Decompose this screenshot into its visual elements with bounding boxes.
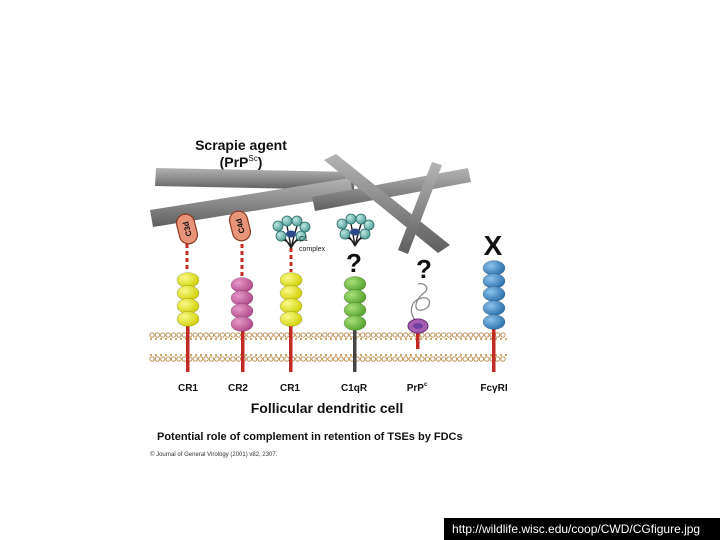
receptor-label-cr2: CR2: [228, 383, 248, 394]
prpsc-rod: [155, 168, 355, 190]
receptor-domain: [482, 300, 506, 316]
c4d-label: C4d: [234, 217, 246, 234]
c1q-complex: [336, 213, 375, 247]
source-url: http://wildlife.wisc.edu/coop/CWD/CGfigu…: [444, 518, 720, 540]
c1q-head: [359, 228, 371, 240]
prpsc-rod: [398, 162, 442, 254]
cr1-domains-2: [279, 272, 303, 327]
c1q-head: [281, 215, 293, 227]
c1q-head: [295, 230, 307, 242]
prpc-question-mark: ?: [416, 254, 432, 284]
scrapie-agent-title: Scrapie agent: [195, 137, 287, 153]
receptor-label-cr1-2: CR1: [280, 383, 300, 394]
c1-complex-label: C1: [299, 236, 308, 243]
receptor-label-prpc: PrPc: [407, 382, 428, 394]
prpsc-rod: [150, 178, 353, 227]
cr2-stalk: [241, 324, 245, 372]
receptor-domain: [482, 286, 506, 302]
cr1-stalk-2: [289, 318, 293, 372]
cell-label: Follicular dendritic cell: [251, 400, 403, 416]
receptor-domain: [279, 311, 303, 327]
c1qr-domains: [343, 276, 367, 331]
c3d-label: C3d: [181, 220, 193, 237]
prpc-protein: [407, 282, 431, 334]
receptor-label-cr1: CR1: [178, 383, 198, 394]
c1q-head: [275, 230, 287, 242]
copyright-line: © Journal of General Virology (2001) v82…: [150, 451, 278, 458]
c1qr-question-mark: ?: [346, 248, 362, 278]
c1q-head: [336, 218, 348, 230]
fcgri-blocked-mark: X: [484, 230, 503, 261]
figure-caption: Potential role of complement in retentio…: [157, 431, 463, 443]
prpc-stalk: [416, 333, 420, 349]
c1q-head: [355, 213, 367, 225]
c1q-head: [299, 221, 311, 233]
receptor-domain: [176, 311, 200, 327]
c3d-fragment: C3d: [175, 213, 199, 245]
c1q-head: [363, 219, 375, 231]
receptor-label-c1qr: C1qR: [341, 383, 368, 394]
cr2-domains: [230, 277, 254, 332]
c1qr-stalk: [353, 324, 357, 372]
c1-complex: [272, 215, 311, 249]
fcgri-domains: [482, 260, 506, 330]
receptor-stalks: [186, 318, 496, 372]
receptor-label-fcgri: FcγRI: [480, 383, 507, 394]
prpsc-fibrils: [150, 154, 471, 254]
receptor-domain: [482, 314, 506, 330]
cr1-domains: [176, 272, 200, 327]
receptor-domain: [230, 316, 254, 332]
c1-complex-label-2: complex: [299, 246, 326, 253]
c1q-head: [291, 215, 303, 227]
prpsc-label: (PrPSc): [220, 154, 263, 170]
c4d-fragment: C4d: [228, 210, 252, 242]
prpsc-rod: [324, 154, 450, 253]
cr1-stalk: [186, 318, 190, 372]
c1q-head: [272, 220, 284, 232]
c1q-head: [345, 213, 357, 225]
c1q-head: [339, 228, 351, 240]
fcgri-stalk: [492, 324, 496, 372]
receptor-domain: [343, 315, 367, 331]
cell-membrane: [149, 332, 508, 362]
